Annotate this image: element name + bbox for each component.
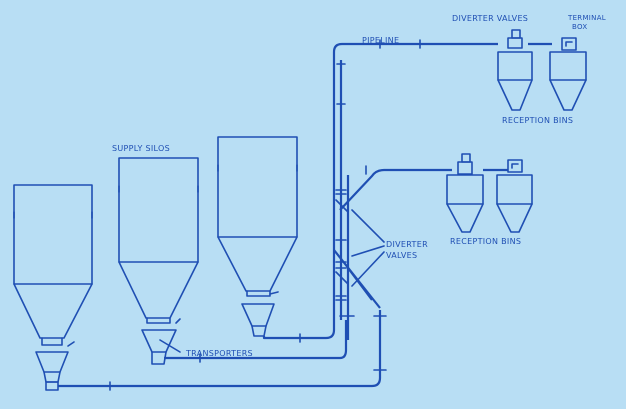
middle-reception-bin-2: [496, 174, 533, 233]
transporters-label: TRANSPORTERS: [185, 349, 253, 358]
supply-silos-label: SUPPLY SILOS: [112, 144, 170, 153]
diverter-valves-mid-label-line1: DIVERTER: [386, 240, 428, 249]
terminal-box-label-line1: TERMINAL: [567, 14, 606, 22]
terminal-box-label-line2: BOX: [572, 23, 587, 31]
supply-silo-2: [118, 157, 199, 319]
reception-bins-middle-label: RECEPTION BINS: [450, 237, 521, 246]
terminal-box: [561, 37, 577, 51]
middle-reception-bin-1: [446, 174, 484, 233]
top-reception-bin-2: [549, 51, 587, 111]
transporter-3: [241, 290, 279, 337]
diverter-valves-top-label: DIVERTER VALVES: [452, 14, 528, 23]
top-diverter-valve: [507, 29, 523, 49]
supply-silo-1: [13, 184, 93, 339]
middle-terminal-box: [507, 159, 523, 173]
supply-silo-3: [217, 136, 298, 292]
middle-diverter-valve: [457, 153, 473, 175]
transporter-1: [35, 337, 75, 391]
top-reception-bin-1: [497, 51, 533, 111]
diverter-valves-mid-label-line2: VALVES: [386, 251, 417, 260]
pipeline-label: PIPELINE: [362, 36, 399, 45]
reception-bins-top-label: RECEPTION BINS: [502, 116, 573, 125]
pipeline-network: [58, 39, 552, 391]
